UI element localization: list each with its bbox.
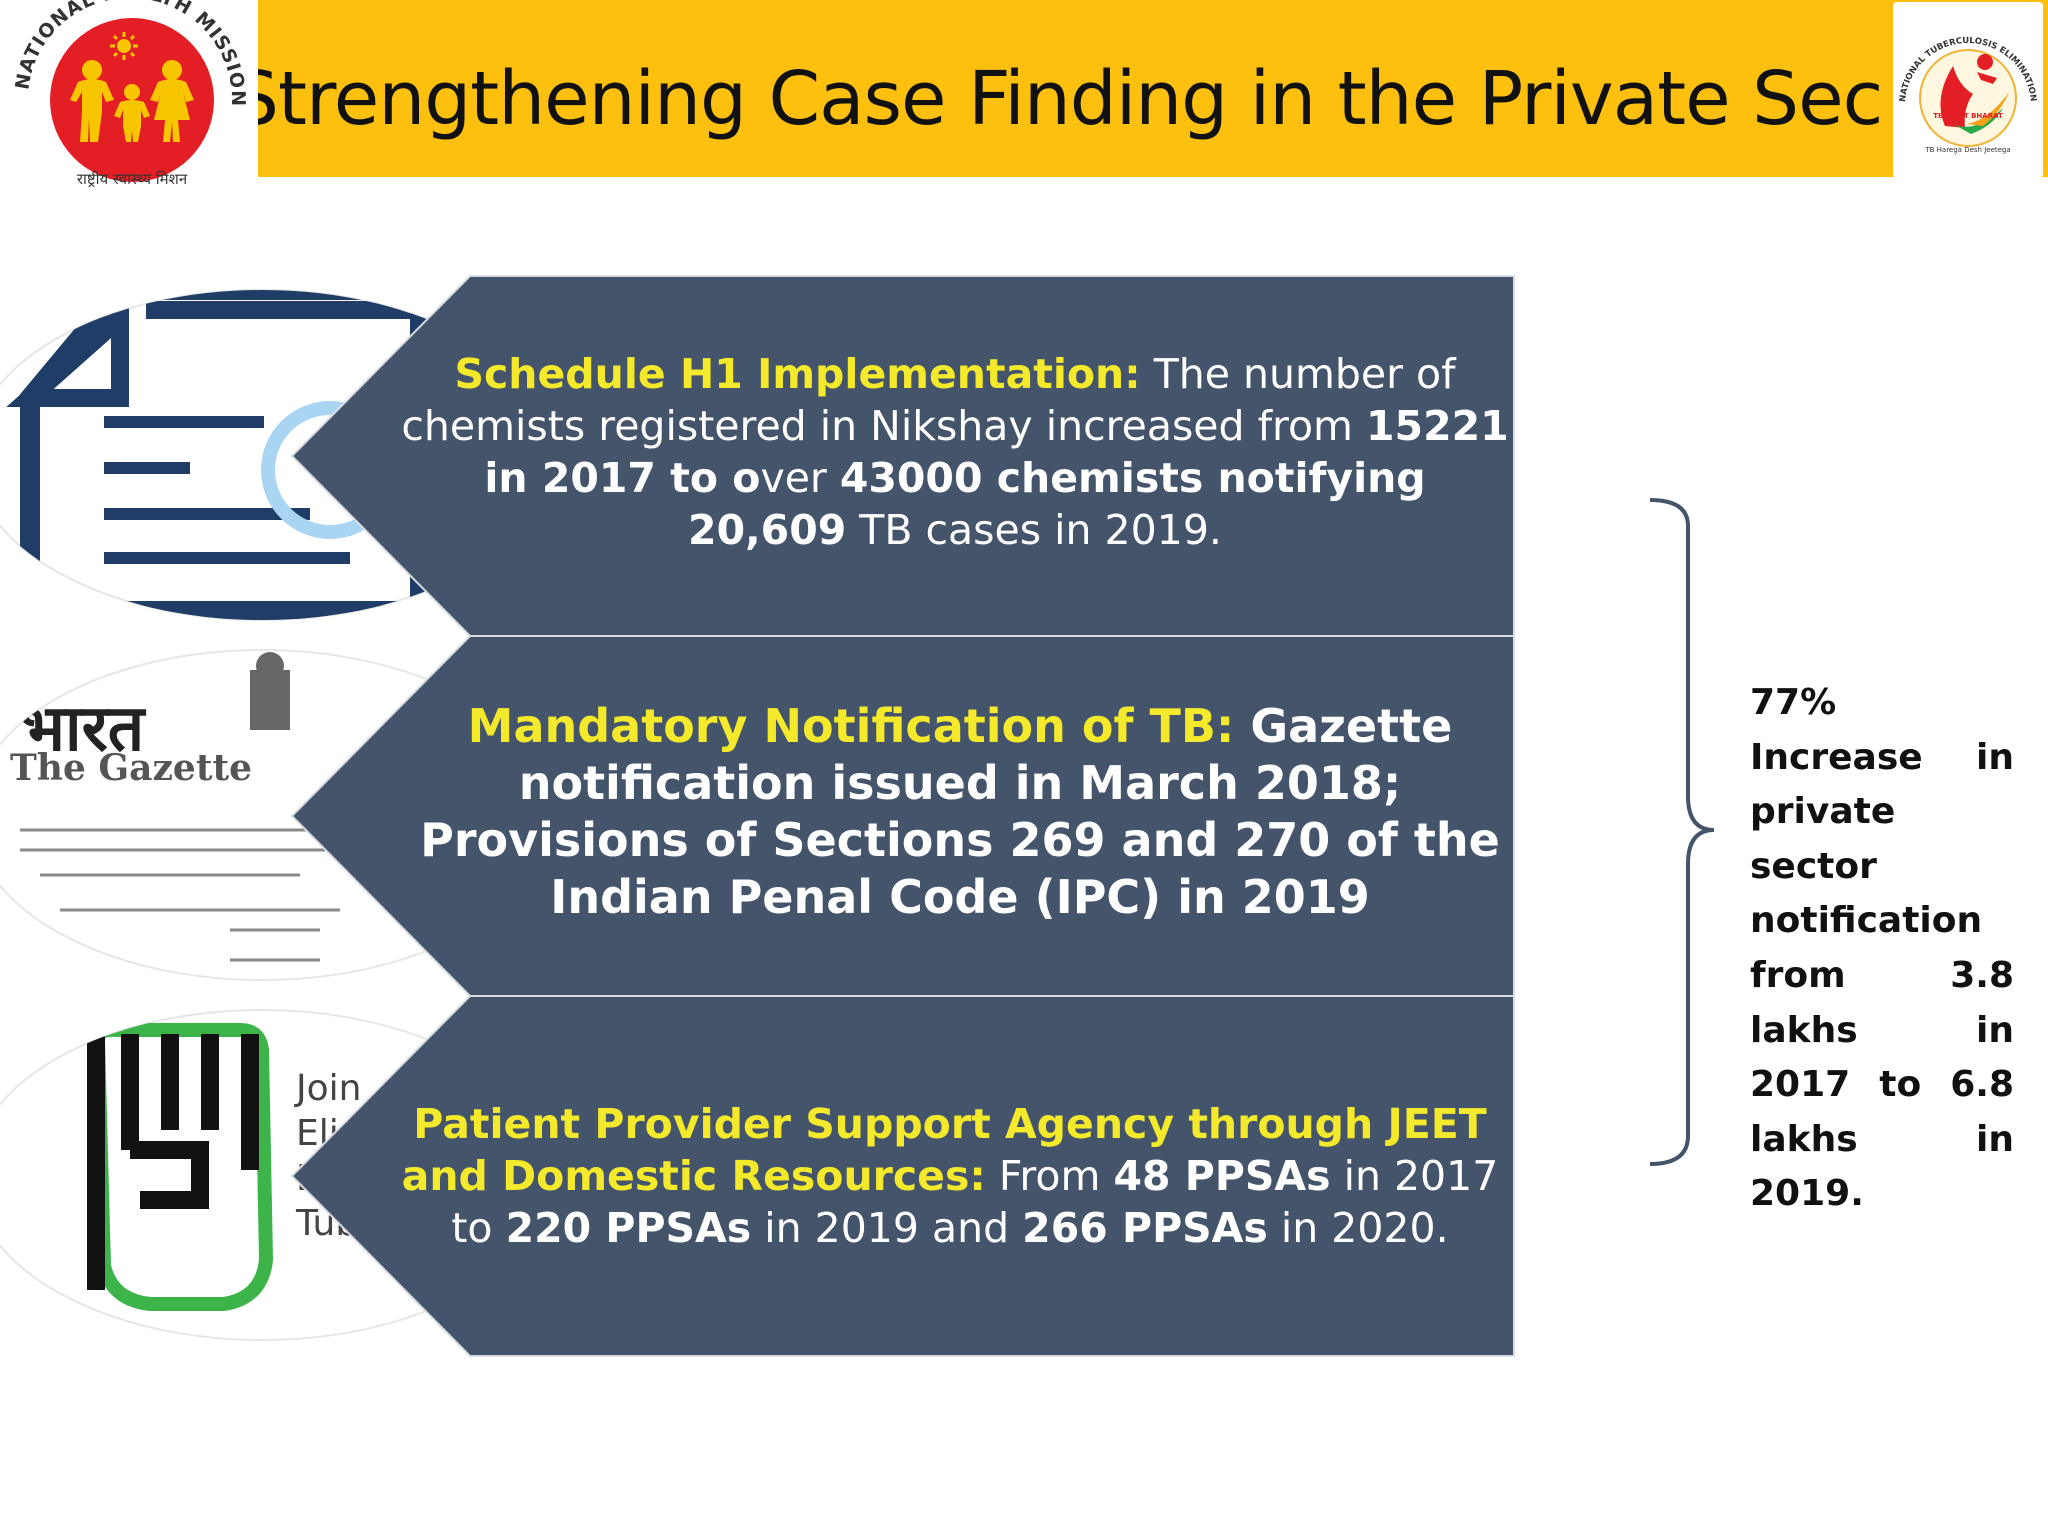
panel-1-part: 15221 in 2017 to o	[484, 402, 1509, 502]
panel-3-text: Patient Provider Support Agency through …	[400, 1098, 1500, 1254]
page-title: Strengthening Case Finding in the Privat…	[232, 56, 1882, 142]
summary-text: 77% Increase in private sector notificat…	[1750, 676, 2014, 1222]
panel-1-part: 43000 chemists notifying 20,609	[688, 454, 1426, 554]
ntep-emblem-icon: NATIONAL TUBERCULOSIS ELIMINATION PROGRA…	[1889, 0, 2038, 154]
panels-graphic: भारत The Gazette Join Eli E Tub	[0, 275, 1515, 1357]
panel-3-part: From	[985, 1152, 1114, 1200]
panel-3-part: in 2019 and	[751, 1204, 1023, 1252]
panel-3-part: in 2020.	[1267, 1204, 1449, 1252]
header-bar	[0, 0, 2048, 177]
ntep-tagline: TB Harega Desh Jeetega	[1924, 146, 2010, 154]
ntep-logo: NATIONAL TUBERCULOSIS ELIMINATION PROGRA…	[1889, 0, 2043, 178]
panel-3-part: 220 PPSAs	[505, 1204, 752, 1252]
panel-1-part: The number of chemists registered in Nik…	[401, 350, 1456, 450]
panel-3-part: in 2017 to	[451, 1152, 1499, 1252]
panel-3-shape	[290, 995, 1515, 1357]
gazette-english-text: The Gazette	[10, 747, 252, 789]
curly-brace	[1649, 498, 1715, 1166]
panel-2-text: Mandatory Notification of TB: Gazette no…	[410, 698, 1510, 926]
ntep-ribbon-text: TB MUKT BHARAT	[1933, 112, 2003, 120]
panel-3-heading: Patient Provider Support Agency through …	[401, 1100, 1487, 1200]
nhm-hindi-caption: राष्ट्रीय स्वास्थ्य मिशन	[77, 170, 188, 188]
nhm-emblem-icon: NATIONAL HEALTH MISSION राष्ट्रीय स्वास्…	[11, 0, 248, 188]
panel-1-text: Schedule H1 Implementation: The number o…	[400, 348, 1510, 556]
panel-3-part: 266 PPSAs	[1022, 1204, 1268, 1252]
panel-3-part: 48 PPSAs	[1113, 1152, 1331, 1200]
summary-line: 77% Increase in private sector notificat…	[1750, 682, 2014, 1215]
panel-2-heading: Mandatory Notification of TB:	[467, 699, 1235, 753]
panel-1-part: ver	[760, 454, 840, 502]
jeet-text-1: Join	[294, 1068, 361, 1109]
nhm-logo: NATIONAL HEALTH MISSION राष्ट्रीय स्वास्…	[0, 0, 258, 190]
panel-1-heading: Schedule H1 Implementation:	[454, 350, 1141, 398]
panel-2-part: Gazette notification issued in March 201…	[420, 699, 1500, 924]
panel-1-part: TB cases in 2019.	[846, 506, 1222, 554]
